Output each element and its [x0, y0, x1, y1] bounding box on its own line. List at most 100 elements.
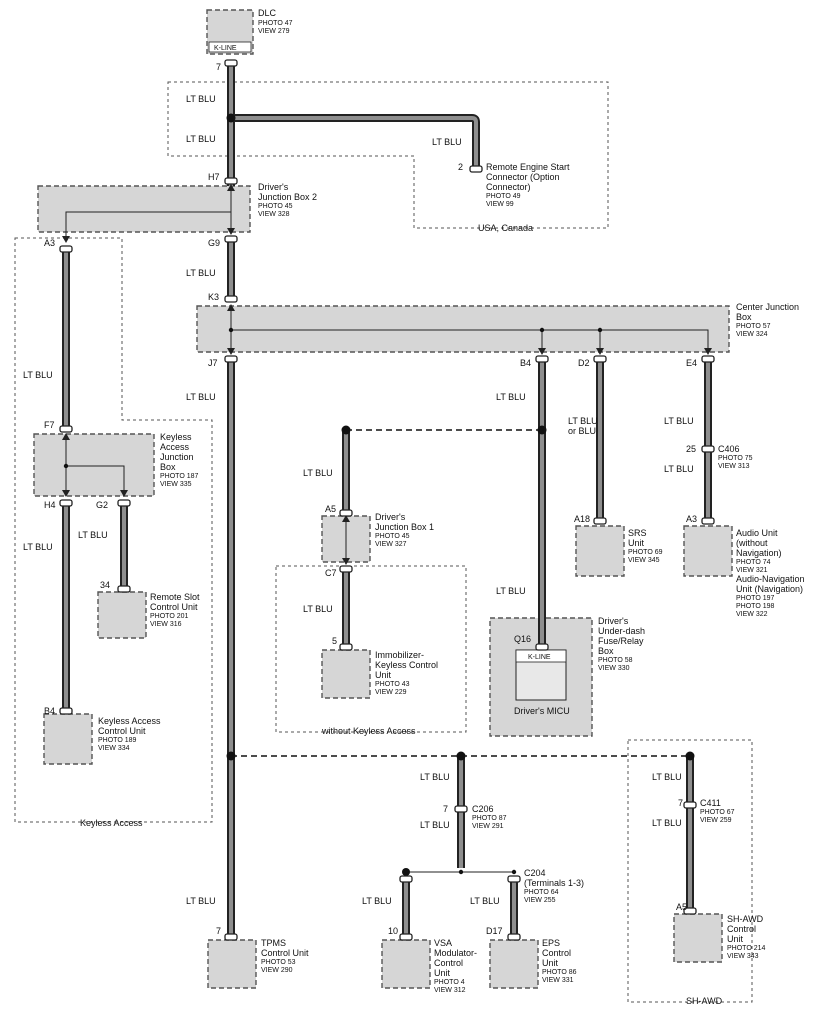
dlc-label: DLC PHOTO 47 VIEW 279	[258, 8, 293, 35]
svg-text:TPMS: TPMS	[261, 938, 286, 948]
svg-text:VIEW 331: VIEW 331	[542, 977, 574, 984]
svg-text:DLC: DLC	[258, 8, 277, 18]
svg-text:Modulator-: Modulator-	[434, 948, 477, 958]
svg-text:Keyless Control: Keyless Control	[375, 660, 438, 670]
svg-text:VIEW 290: VIEW 290	[261, 967, 293, 974]
djb2-box	[37, 185, 251, 233]
svg-text:LT BLU: LT BLU	[23, 370, 53, 380]
svg-text:Control: Control	[727, 924, 756, 934]
vsa-box	[381, 939, 431, 989]
svg-text:VIEW 343: VIEW 343	[727, 953, 759, 960]
svg-text:A18: A18	[574, 514, 590, 524]
svg-text:LT BLU: LT BLU	[186, 392, 216, 402]
svg-text:A5: A5	[325, 504, 336, 514]
svg-text:F7: F7	[44, 420, 55, 430]
shawd-label: SH-AWD Control Unit PHOTO 214 VIEW 343	[727, 914, 765, 960]
svg-text:Remote Engine Start: Remote Engine Start	[486, 162, 570, 172]
region-sh-awd-label: SH-AWD	[686, 996, 723, 1006]
arrows	[62, 184, 712, 565]
svg-text:K3: K3	[208, 292, 219, 302]
svg-text:PHOTO 201: PHOTO 201	[150, 613, 188, 620]
svg-text:LT BLU: LT BLU	[303, 604, 333, 614]
svg-text:PHOTO 214: PHOTO 214	[727, 945, 765, 952]
srs-label: SRS Unit PHOTO 69 VIEW 345	[628, 528, 663, 564]
svg-text:VIEW 327: VIEW 327	[375, 541, 407, 548]
svg-text:Control: Control	[542, 948, 571, 958]
wire-color-alt-label: LT BLU or BLU	[568, 416, 598, 436]
svg-text:Junction Box 1: Junction Box 1	[375, 522, 434, 532]
svg-text:(Terminals 1-3): (Terminals 1-3)	[524, 878, 584, 888]
svg-text:E4: E4	[686, 358, 697, 368]
svg-text:Unit (Navigation): Unit (Navigation)	[736, 584, 803, 594]
connectors	[59, 59, 715, 941]
svg-text:Keyless: Keyless	[160, 432, 192, 442]
svg-text:VIEW 345: VIEW 345	[628, 557, 660, 564]
svg-text:LT BLU: LT BLU	[420, 772, 450, 782]
svg-text:7: 7	[216, 926, 221, 936]
svg-text:PHOTO 45: PHOTO 45	[375, 533, 410, 540]
svg-text:PHOTO 53: PHOTO 53	[261, 959, 296, 966]
svg-text:PHOTO 198: PHOTO 198	[736, 603, 774, 610]
svg-text:PHOTO 64: PHOTO 64	[524, 889, 559, 896]
svg-text:LT BLU: LT BLU	[186, 134, 216, 144]
svg-text:VIEW 291: VIEW 291	[472, 823, 504, 830]
svg-text:PHOTO 43: PHOTO 43	[375, 681, 410, 688]
svg-text:SRS: SRS	[628, 528, 647, 538]
svg-text:C7: C7	[325, 568, 337, 578]
svg-text:H7: H7	[208, 172, 220, 182]
region-usa-canada: USA, Canada	[167, 81, 609, 233]
svg-text:G9: G9	[208, 238, 220, 248]
svg-text:LT BLU: LT BLU	[496, 392, 526, 402]
svg-text:LT BLU: LT BLU	[303, 468, 333, 478]
svg-text:VIEW 255: VIEW 255	[524, 897, 556, 904]
svg-text:LT BLU: LT BLU	[186, 268, 216, 278]
region-without-keyless: without Keyless Access	[275, 565, 467, 736]
svg-text:Box: Box	[736, 312, 752, 322]
svg-text:Driver's: Driver's	[375, 512, 406, 522]
svg-text:VIEW 312: VIEW 312	[434, 987, 466, 994]
svg-text:10: 10	[388, 926, 398, 936]
svg-text:SH-AWD: SH-AWD	[727, 914, 764, 924]
svg-text:Remote Slot: Remote Slot	[150, 592, 200, 602]
svg-text:2: 2	[458, 162, 463, 172]
svg-text:Connector (Option: Connector (Option	[486, 172, 560, 182]
svg-text:LT BLU: LT BLU	[652, 772, 682, 782]
micu-text: Driver's Under-dash Fuse/Relay Box PHOTO…	[598, 616, 645, 672]
svg-text:LT BLU: LT BLU	[664, 416, 694, 426]
dlc-kline: K-LINE	[214, 45, 237, 52]
tpms-label: TPMS Control Unit PHOTO 53 VIEW 290	[261, 938, 309, 974]
region-keyless-access-label: Keyless Access	[80, 818, 143, 828]
dlc-box: K-LINE	[206, 9, 254, 55]
svg-text:Control: Control	[434, 958, 463, 968]
svg-text:C204: C204	[524, 868, 546, 878]
svg-text:C406: C406	[718, 444, 740, 454]
kajb-box	[33, 433, 155, 497]
djb2-label: Driver's Junction Box 2 PHOTO 45 VIEW 32…	[258, 182, 317, 218]
cjb-box	[196, 305, 730, 353]
cjb-label: Center Junction Box PHOTO 57 VIEW 324	[736, 302, 799, 338]
svg-text:A5: A5	[676, 902, 687, 912]
svg-text:Fuse/Relay: Fuse/Relay	[598, 636, 644, 646]
svg-text:PHOTO 75: PHOTO 75	[718, 455, 753, 462]
c406-label: C406 PHOTO 75 VIEW 313	[718, 444, 753, 470]
svg-text:PHOTO 69: PHOTO 69	[628, 549, 663, 556]
eps-box	[489, 939, 539, 989]
region-keyless-access: Keyless Access	[14, 237, 213, 828]
audio-box	[683, 525, 733, 577]
svg-text:VIEW 279: VIEW 279	[258, 28, 290, 35]
svg-text:Junction Box 2: Junction Box 2	[258, 192, 317, 202]
svg-text:PHOTO 57: PHOTO 57	[736, 323, 771, 330]
svg-text:LT BLU: LT BLU	[664, 464, 694, 474]
svg-text:Q16: Q16	[514, 634, 531, 644]
svg-text:J7: J7	[208, 358, 218, 368]
vsa-label: VSA Modulator- Control Unit PHOTO 4 VIEW…	[434, 938, 477, 994]
svg-text:Immobilizer-: Immobilizer-	[375, 650, 424, 660]
pin-labels: 7 2 H7 G9 A3 K3 J7 B4 D2 E4 F7 H4 G2 34 …	[44, 62, 697, 936]
svg-text:LT BLU: LT BLU	[496, 586, 526, 596]
svg-text:VIEW 259: VIEW 259	[700, 817, 732, 824]
svg-text:A3: A3	[44, 238, 55, 248]
svg-text:PHOTO 45: PHOTO 45	[258, 203, 293, 210]
svg-text:7: 7	[216, 62, 221, 72]
svg-text:LT BLU: LT BLU	[432, 137, 462, 147]
